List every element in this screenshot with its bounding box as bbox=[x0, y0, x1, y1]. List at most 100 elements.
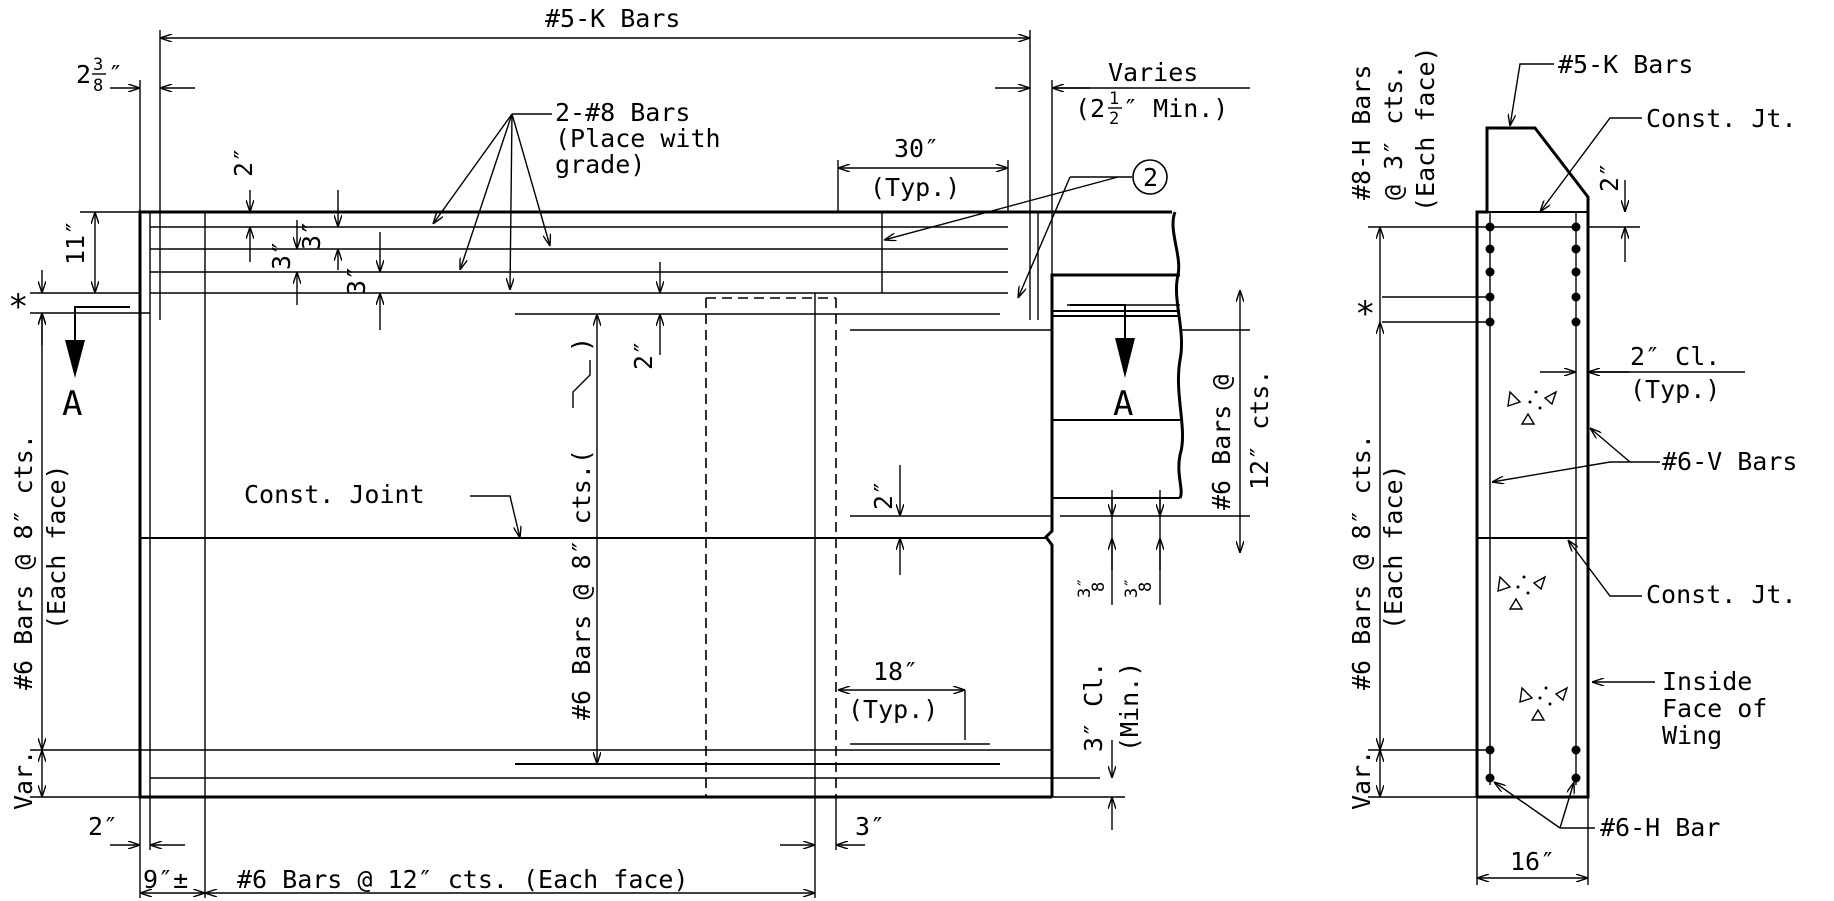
section-var-label: Var. bbox=[1347, 750, 1376, 810]
dot-l2 bbox=[1485, 244, 1495, 254]
dot-r2 bbox=[1571, 244, 1581, 254]
right-bars-label-1: #6 Bars @ bbox=[1207, 375, 1236, 510]
clr-2-label-1: 2″ Cl. bbox=[1630, 342, 1720, 371]
clr-2-label-2: (Typ.) bbox=[1630, 375, 1720, 404]
v-bars-leader-1 bbox=[1492, 461, 1660, 482]
dot-r1 bbox=[1571, 222, 1581, 232]
varies-min-rest: ″ Min.) bbox=[1123, 94, 1228, 123]
dot-br1 bbox=[1571, 745, 1581, 755]
section-dim-2-label: 2″ bbox=[1595, 162, 1624, 192]
callout-2-leader-1 bbox=[884, 176, 1119, 240]
center-bars-label: #6 Bars @ 8″ cts.( bbox=[567, 449, 596, 720]
v-bars-leader-2 bbox=[1590, 428, 1631, 463]
section-left-bars-label-1: #6 Bars @ 8″ cts. bbox=[1347, 434, 1376, 690]
dim-38a-num: 3″ bbox=[1075, 578, 1095, 598]
dim-238-num: 3 bbox=[93, 55, 103, 75]
section-a-arrow-left bbox=[65, 340, 85, 378]
callout-2-leader-2 bbox=[1018, 176, 1071, 298]
callout-2-label: 2 bbox=[1143, 163, 1158, 192]
dim-16-label: 16″ bbox=[1510, 847, 1555, 876]
dim-3b-label: 3″ bbox=[297, 220, 326, 250]
v-bars-label: #6-V Bars bbox=[1662, 447, 1797, 476]
section-a-right: A bbox=[1113, 384, 1133, 424]
center-bars-close: ) bbox=[567, 337, 596, 352]
left-bars-label-1: #6 Bars @ 8″ cts. bbox=[9, 434, 38, 690]
h-bars-label-2: @ 3″ cts. bbox=[1379, 65, 1408, 200]
bars8-leader-1 bbox=[433, 113, 513, 224]
dim-2-right-label: 2″ bbox=[869, 480, 898, 510]
dim-30-label: 30″ bbox=[894, 134, 939, 163]
dim-238-den: 8 bbox=[93, 76, 103, 96]
bars8-leader-3 bbox=[510, 113, 512, 290]
section-a-arrow-right bbox=[1115, 338, 1135, 378]
dot-r4 bbox=[1571, 292, 1581, 302]
dim-2-bottom-label: 2″ bbox=[88, 812, 118, 841]
var-label-left: Var. bbox=[9, 750, 38, 810]
dim-2-top-label: 2″ bbox=[229, 147, 258, 177]
section-const-jt-top-leader bbox=[1540, 117, 1642, 212]
h-bar-leader-1 bbox=[1494, 782, 1561, 829]
dot-bl2 bbox=[1485, 773, 1495, 783]
dot-r5 bbox=[1571, 317, 1581, 327]
const-joint-leader bbox=[470, 495, 520, 538]
varies-min-den: 2 bbox=[1109, 109, 1119, 129]
bottom-bars-label: #6 Bars @ 12″ cts. (Each face) bbox=[237, 865, 689, 894]
section-a-left: A bbox=[62, 384, 82, 424]
bars8-label-1: 2-#8 Bars bbox=[555, 98, 690, 127]
dim-238-label: 2 bbox=[76, 60, 91, 89]
clr-3-label-2: (Min.) bbox=[1115, 662, 1144, 752]
concrete-hatch-2 bbox=[1497, 575, 1547, 610]
callout-2-circle bbox=[1132, 159, 1168, 195]
section-left-bars-label-2: (Each face) bbox=[1379, 464, 1408, 630]
section-const-jt-top: Const. Jt. bbox=[1646, 104, 1797, 133]
bars8-label-3: grade) bbox=[555, 150, 645, 179]
dot-br2 bbox=[1571, 773, 1581, 783]
section-a-cut-left bbox=[74, 306, 130, 340]
section-const-jt-mid-leader bbox=[1568, 540, 1642, 597]
bars8-leader-4 bbox=[511, 113, 550, 246]
bars8-leader-2 bbox=[460, 113, 513, 270]
dim-30-typ: (Typ.) bbox=[870, 173, 960, 202]
elevation-view: #5-K Bars 2 3 8 ″ Varies (2 1 2 ″ Min.) … bbox=[8, 4, 1274, 898]
h-bars-label-3: (Each face) bbox=[1411, 46, 1440, 212]
section-view: #8-H Bars @ 3″ cts. (Each face) #5-K Bar… bbox=[1347, 46, 1797, 885]
asterisk-left: * bbox=[8, 287, 28, 327]
section-a-cut-right bbox=[1070, 304, 1126, 338]
inside-label-3: Wing bbox=[1662, 721, 1722, 750]
bars8-label-2: (Place with bbox=[555, 124, 721, 153]
concrete-hatch-3 bbox=[1519, 686, 1569, 721]
section-k-bars-label: #5-K Bars bbox=[1558, 50, 1693, 79]
section-const-jt-mid: Const. Jt. bbox=[1646, 580, 1797, 609]
k-bars-label: #5-K Bars bbox=[545, 4, 680, 33]
section-asterisk: * bbox=[1355, 294, 1375, 334]
wall-outline bbox=[138, 210, 1172, 799]
dot-l3 bbox=[1485, 267, 1495, 277]
dim-9-label: 9″± bbox=[143, 865, 188, 894]
h-bars-label-1: #8-H Bars bbox=[1347, 65, 1376, 200]
dim-3a-label: 3″ bbox=[267, 240, 296, 270]
dim-38b-den: 8 bbox=[1136, 582, 1156, 592]
h-bar-label: #6-H Bar bbox=[1600, 813, 1720, 842]
dim-18-label: 18″ bbox=[873, 657, 918, 686]
dim-3c-label: 3″ bbox=[342, 265, 371, 295]
dim-3-bottom-label: 3″ bbox=[855, 812, 885, 841]
break-line bbox=[1171, 211, 1184, 499]
varies-label: Varies bbox=[1108, 58, 1198, 87]
center-bars-symbol bbox=[572, 360, 591, 408]
inside-label-2: Face of bbox=[1662, 694, 1767, 723]
dim-38a-den: 8 bbox=[1089, 582, 1109, 592]
clr-3-label-1: 3″ Cl. bbox=[1079, 662, 1108, 752]
dim-2-inner-label: 2″ bbox=[629, 340, 658, 370]
right-bars-label-2: 12″ cts. bbox=[1245, 370, 1274, 490]
varies-min-num: 1 bbox=[1109, 89, 1119, 109]
dim-38b-num: 3″ bbox=[1122, 578, 1142, 598]
dim-18-typ: (Typ.) bbox=[848, 695, 938, 724]
section-k-bars-leader bbox=[1510, 63, 1554, 126]
left-bars-label-2: (Each face) bbox=[42, 464, 71, 630]
concrete-hatch-1 bbox=[1507, 390, 1558, 425]
varies-min-label: (2 bbox=[1075, 94, 1105, 123]
h-bar-leader-2 bbox=[1559, 782, 1574, 829]
dim-238-prime: ″ bbox=[108, 60, 123, 89]
dot-r3 bbox=[1571, 267, 1581, 277]
